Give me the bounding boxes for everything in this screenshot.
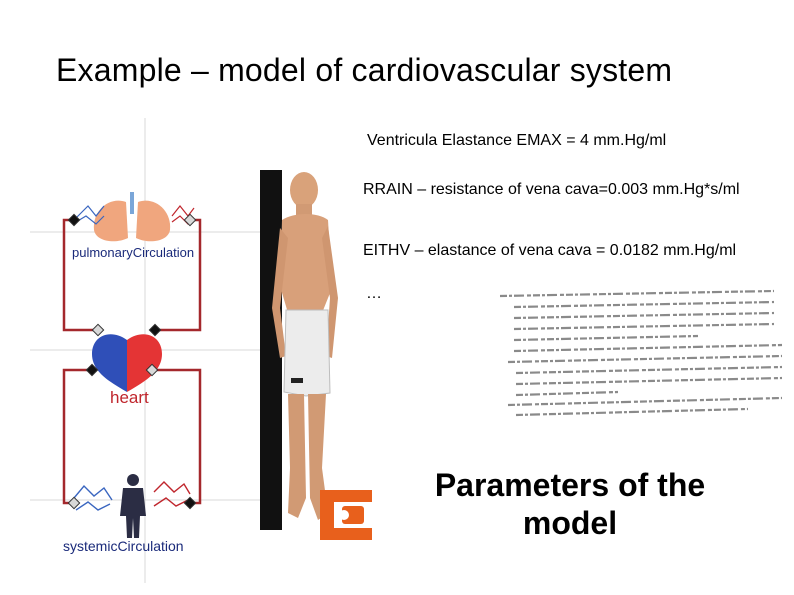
references-image	[498, 284, 790, 419]
parameter-rrain: RRAIN – resistance of vena cava=0.003 mm…	[363, 181, 740, 198]
parameter-eithv: EITHV – elastance of vena cava = 0.0182 …	[363, 242, 737, 259]
slide-title: Example – model of cardiovascular system	[56, 52, 673, 88]
connector-ports	[67, 213, 197, 510]
lungs-icon	[75, 192, 195, 242]
heart-icon	[92, 334, 162, 392]
parameter-emax: Ventricula Elastance EMAX = 4 mm.Hg/ml	[367, 132, 667, 149]
systemic-circulation-label: systemicCirculation	[63, 538, 184, 554]
mannequin-image	[260, 170, 338, 530]
heart-label: heart	[110, 388, 149, 407]
pulmonary-circulation-label: pulmonaryCirculation	[72, 245, 195, 260]
caption-parameters: Parameters of the model	[434, 467, 706, 541]
orange-logo	[320, 490, 372, 540]
cardiovascular-diagram	[30, 118, 260, 583]
parameter-ellipsis: …	[366, 285, 382, 302]
human-body-icon	[73, 474, 191, 538]
